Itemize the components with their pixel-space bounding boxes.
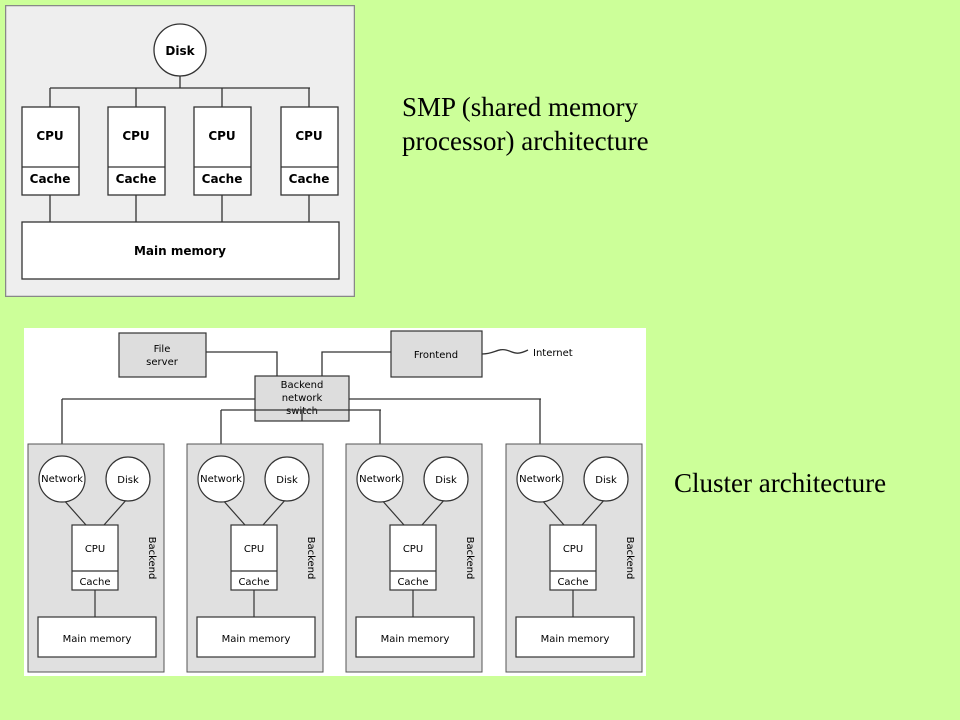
node-cpu-label: CPU [563,544,583,555]
node-backend-label: Backend [464,537,475,580]
node-disk [105,456,151,502]
node-disk [423,456,469,502]
smp-main-memory-label: Main memory [134,244,226,258]
node-disk-label: Disk [435,475,457,486]
frontend-switch-link [321,351,391,378]
smp-cpu-label: CPU [295,129,322,143]
node-main-memory [37,616,157,658]
node-disk-label: Disk [117,475,139,486]
smp-cpu-label: CPU [36,129,63,143]
node-cache-label: Cache [397,577,428,588]
node-main-memory-label: Main memory [541,634,610,645]
smp-cpu-label: CPU [208,129,235,143]
switch-label-line2: network [282,393,323,404]
node-network [197,455,245,503]
file-server-label-line1: File [154,344,171,355]
smp-caption-line1: SMP (shared memory [402,92,638,122]
frontend-box [390,330,483,378]
smp-cache-label: Cache [202,172,243,186]
smp-cache-label: Cache [289,172,330,186]
internet-link [481,348,529,355]
node-network [38,455,86,503]
smp-cpu-group: CPU Cache CPU Cache CPU Cache CPU Cache [21,88,339,222]
node-disk-cpu-link [421,497,447,526]
node-backend-label: Backend [146,537,157,580]
node-main-memory-label: Main memory [63,634,132,645]
node-network-label: Network [200,474,242,485]
smp-caption: SMP (shared memory processor) architectu… [402,90,732,158]
switch-label-line1: Backend [281,380,324,391]
node-network-label: Network [41,474,83,485]
frontend-label: Frontend [414,350,458,361]
node-disk-label: Disk [276,475,298,486]
smp-cpu-box [280,106,339,196]
smp-diagram: Disk CPU Cache CPU Cache CPU Cache CPU Cache Ma… [5,5,355,297]
node-network-label: Network [519,474,561,485]
node-network [516,455,564,503]
cluster-diagram: File server Frontend Internet Backend ne… [24,328,646,676]
node-main-memory-label: Main memory [381,634,450,645]
smp-cache-label: Cache [116,172,157,186]
fileserver-switch-link [206,351,278,378]
node-disk [583,456,629,502]
smp-cache-label: Cache [30,172,71,186]
node-network-cpu-link [539,497,565,526]
smp-cpu-box [193,106,252,196]
node-network [356,455,404,503]
node-backend-label: Backend [624,537,635,580]
smp-main-memory [21,221,340,280]
node-network-cpu-link [61,497,87,526]
node-network-label: Network [359,474,401,485]
smp-caption-line2: processor) architecture [402,126,649,156]
smp-disk-label: Disk [165,44,195,58]
node-main-memory [355,616,475,658]
smp-cpu-label: CPU [122,129,149,143]
node-disk-cpu-link [262,497,288,526]
node-network-cpu-link [379,497,405,526]
node-cpu-label: CPU [244,544,264,555]
node-cache-label: Cache [79,577,110,588]
internet-label: Internet [533,348,573,359]
node-cpu-box [549,524,597,591]
node-disk-cpu-link [103,497,129,526]
node-disk-cpu-link [581,497,607,526]
node-disk-label: Disk [595,475,617,486]
node-cpu-label: CPU [85,544,105,555]
node-cpu-label: CPU [403,544,423,555]
node-network-cpu-link [220,497,246,526]
node-main-memory [196,616,316,658]
node-backend-label: Backend [305,537,316,580]
node-main-memory-label: Main memory [222,634,291,645]
smp-cpu-box [21,106,80,196]
node-cpu-box [389,524,437,591]
node-disk [264,456,310,502]
smp-cpu-box [107,106,166,196]
node-cache-label: Cache [557,577,588,588]
file-server-box [118,332,207,378]
file-server-label-line2: server [146,357,179,368]
cluster-caption: Cluster architecture [674,468,887,498]
node-cache-label: Cache [238,577,269,588]
node-main-memory [515,616,635,658]
